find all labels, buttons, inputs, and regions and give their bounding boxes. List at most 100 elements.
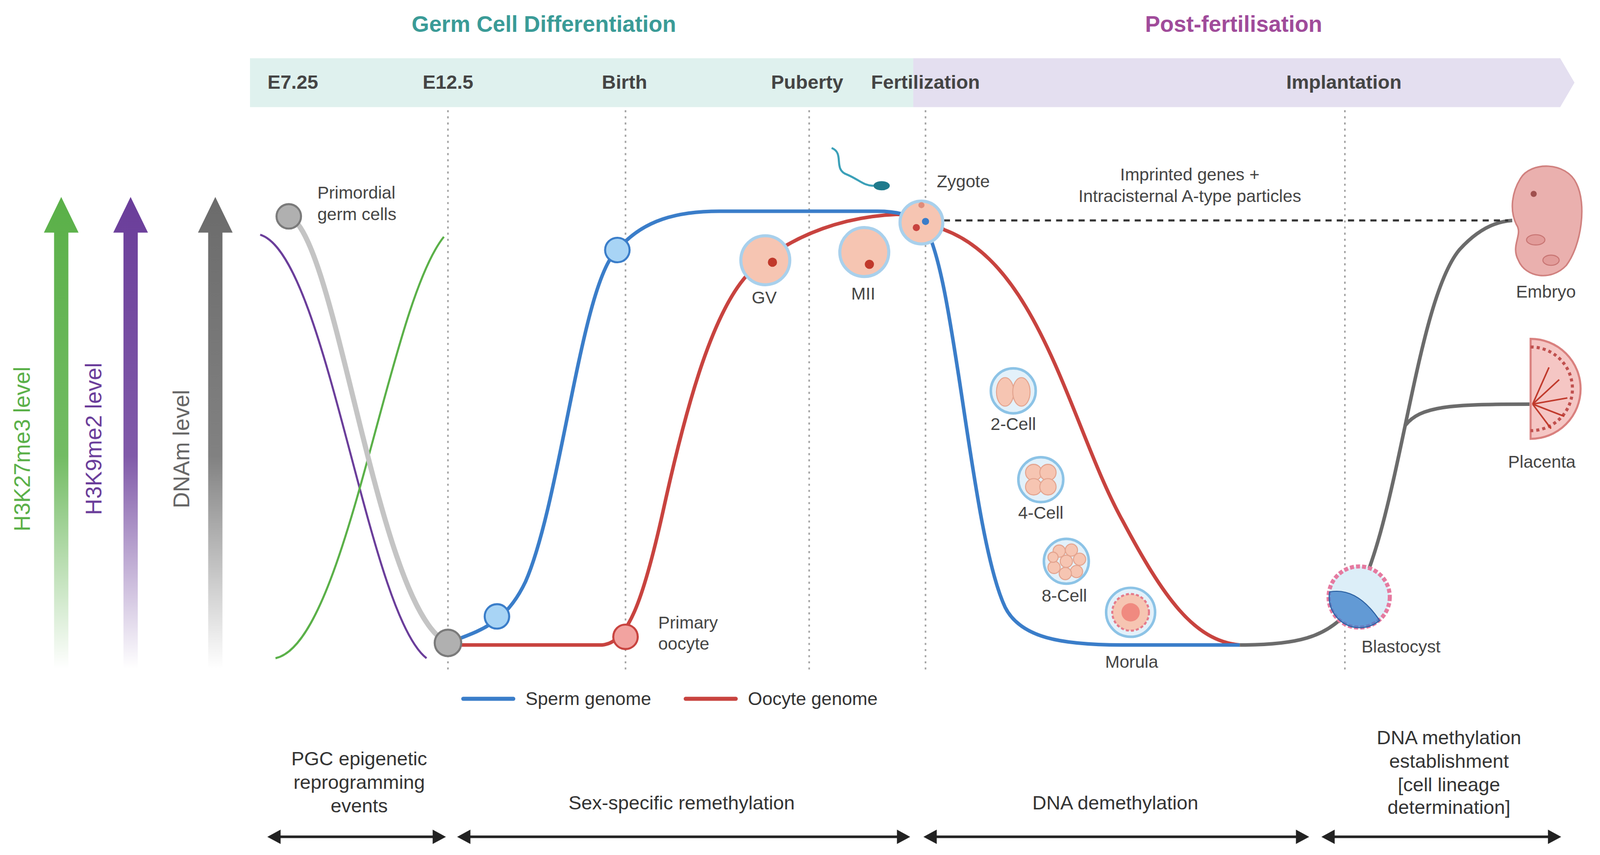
blastomeres: [1048, 544, 1086, 580]
period-arrow: [465, 835, 902, 838]
timeline-label: Implantation: [1286, 70, 1402, 95]
stage-label: GV: [751, 287, 777, 309]
blastomere: [1060, 554, 1073, 568]
legend-swatch: [683, 697, 738, 701]
legend-swatch: [461, 697, 516, 701]
arrow-head: [457, 829, 471, 844]
dnam-curve: [288, 216, 449, 643]
blastomere: [1039, 478, 1056, 495]
gv-oocyte: [740, 235, 790, 285]
stage-line: [808, 110, 810, 674]
polar-body: [918, 201, 925, 208]
axis-label: H3K9me2 level: [79, 362, 108, 516]
pronucleus: [912, 224, 921, 232]
stage-lines: [448, 110, 1346, 674]
period-arrow: [1329, 835, 1553, 838]
period-label: PGC epigenetic reprogramming events: [282, 747, 436, 818]
stage-label: Placenta: [1507, 451, 1576, 474]
stage-label: 2-Cell: [990, 413, 1036, 436]
legend-label: Oocyte genome: [748, 687, 878, 711]
timeline-label: E12.5: [422, 70, 474, 95]
stage-line: [447, 110, 449, 674]
period-arrow: [931, 835, 1302, 838]
band-shape: [913, 58, 1575, 108]
axis-arrow: [44, 197, 79, 669]
placenta-rim: [1530, 347, 1573, 431]
stage-label: 8-Cell: [1041, 585, 1087, 607]
blastomere: [1070, 565, 1083, 578]
gv-nucleus: [767, 257, 777, 268]
arrow-head: [1548, 829, 1562, 844]
blastomere: [1073, 552, 1086, 566]
stage-label: 4-Cell: [1018, 502, 1064, 525]
legend-item: Sperm genome: [461, 687, 651, 711]
blastocyst: [1328, 566, 1390, 628]
section-heading: Post-fertilisation: [1145, 10, 1323, 39]
timeline-label: E7.25: [267, 70, 319, 95]
pgc-dot: [434, 629, 462, 656]
embryo-eye: [1530, 190, 1537, 197]
inner-cell-mass: [1328, 591, 1380, 628]
section-heading: Germ Cell Differentiation: [411, 10, 676, 39]
axis-label: DNAm level: [167, 389, 196, 509]
period-label: Sex-specific remethylation: [568, 791, 796, 816]
period-label: DNA methylation establishment [cell line…: [1371, 726, 1527, 821]
mii-oocyte: [839, 227, 889, 277]
embryo-figure: [1512, 166, 1582, 276]
placenta-vessels: [1532, 367, 1568, 429]
arrow-head: [1296, 829, 1310, 844]
pgc-dot: [276, 203, 301, 229]
pronucleus: [922, 217, 930, 225]
stage-label: Blastocyst: [1361, 636, 1441, 658]
embryo-limb: [1542, 254, 1559, 266]
placenta-curve: [1404, 403, 1530, 426]
stage-label: Morula: [1104, 651, 1158, 674]
stage-label: Embryo: [1516, 280, 1576, 303]
band-fill: [250, 58, 914, 108]
axis-arrow: [113, 197, 149, 669]
oocyte-curve: [448, 214, 1240, 645]
axis-arrow: [198, 197, 233, 669]
blastomere: [1048, 561, 1061, 574]
blastomere: [996, 377, 1014, 406]
period-arrow: [275, 835, 438, 838]
period-label: DNA demethylation: [1032, 791, 1199, 816]
dashed-line: [944, 219, 1509, 222]
sperm-dot: [604, 237, 630, 263]
h3k9me2-curve: [260, 234, 427, 659]
mii-spindle: [864, 259, 875, 270]
blastomeres: [1025, 464, 1056, 495]
note-label: Imprinted genes + Intracisternal A-type …: [1073, 164, 1307, 208]
morula-core: [1121, 602, 1140, 622]
blastomere: [1059, 567, 1072, 580]
stage-label: MII: [850, 282, 875, 305]
period-arrows: [267, 829, 1562, 844]
vessel: [1532, 403, 1551, 429]
vessel: [1532, 398, 1568, 404]
embryo-limb: [1526, 234, 1545, 246]
blastomere: [1012, 377, 1030, 406]
arrow-head: [267, 829, 281, 844]
stage-label: Zygote: [936, 170, 990, 193]
morula-mass: [1112, 594, 1150, 631]
sperm-tail: [831, 148, 874, 186]
timeline-label: Puberty: [771, 70, 844, 95]
embryo-curve: [1239, 220, 1513, 646]
sperm-head: [873, 180, 890, 191]
placenta-figure: [1530, 338, 1581, 439]
eight-cell-embryo: [1044, 538, 1090, 584]
timeline-label: Birth: [601, 70, 648, 95]
band-fill: [913, 58, 1575, 108]
oocyte-dot: [613, 624, 638, 650]
arrow-head: [432, 829, 447, 844]
stage-label: Primordial germ cells: [317, 182, 420, 226]
four-cell-embryo: [1018, 457, 1064, 503]
arrow-head: [897, 829, 911, 844]
vessel: [1532, 367, 1550, 404]
sperm-curve: [448, 211, 1240, 646]
two-cell-embryo: [990, 368, 1036, 414]
timeline-label: Fertilization: [871, 70, 980, 95]
stage-line: [924, 110, 926, 674]
blastomere: [1048, 551, 1059, 563]
